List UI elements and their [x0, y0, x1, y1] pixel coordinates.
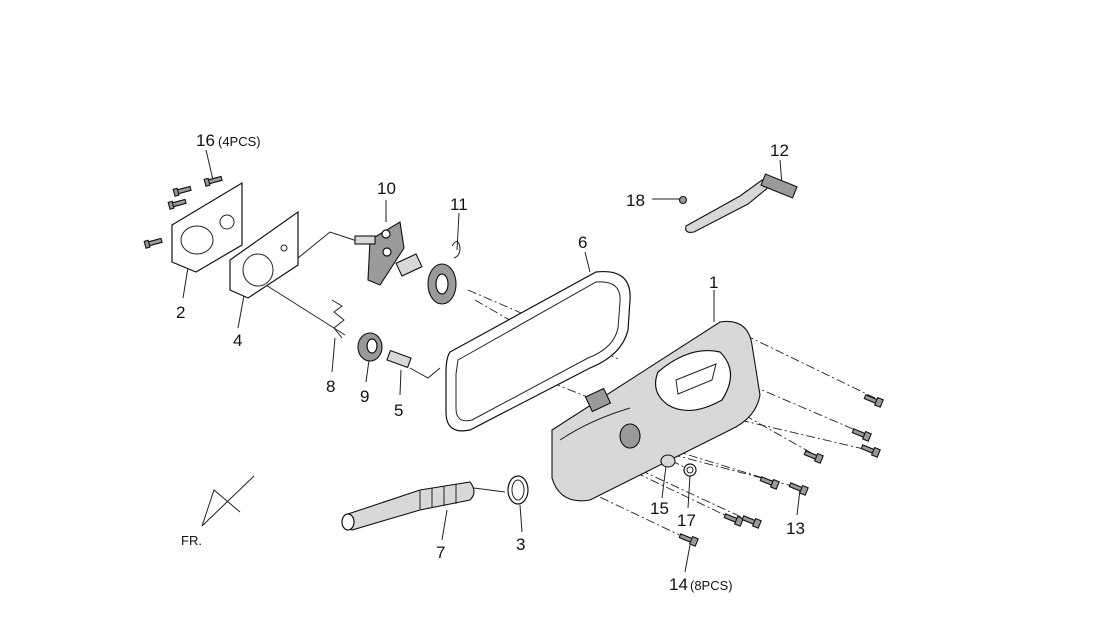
label-16-qty: (4PCS)	[218, 134, 261, 149]
part-5-pin	[386, 349, 412, 369]
part-10-starter-gear	[354, 221, 423, 286]
part-7-air-duct	[341, 481, 475, 531]
part-6-cover-gasket	[445, 270, 631, 432]
part-8-clip	[331, 299, 345, 339]
part-12-kick-lever	[685, 173, 798, 233]
label-17: 17	[677, 511, 696, 530]
part-11-spring	[427, 241, 461, 305]
part-18-screw	[678, 195, 688, 205]
label-18: 18	[626, 191, 645, 210]
part-17-ring	[683, 463, 697, 477]
label-3: 3	[516, 535, 525, 554]
part-15-washer	[660, 454, 676, 468]
part-2-plate	[171, 181, 243, 273]
label-13: 13	[786, 519, 805, 538]
label-2: 2	[176, 303, 185, 322]
label-5: 5	[394, 401, 403, 420]
cover-bolts	[678, 394, 884, 547]
label-15: 15	[650, 499, 669, 518]
label-6: 6	[578, 233, 587, 252]
label-8: 8	[326, 377, 335, 396]
label-front: FR.	[181, 533, 202, 548]
label-7: 7	[436, 543, 445, 562]
part-16-screws	[143, 175, 223, 249]
part-9-pinion	[357, 332, 383, 362]
part-3-clamp	[507, 475, 529, 505]
label-16: 16	[196, 131, 215, 150]
label-4: 4	[233, 331, 242, 350]
part-4-gasket	[229, 210, 299, 299]
part-1-crankcase-cover	[551, 320, 761, 502]
label-14: 14	[669, 575, 688, 594]
front-arrow-icon	[201, 475, 255, 527]
label-1: 1	[709, 273, 718, 292]
label-12: 12	[770, 141, 789, 160]
label-14-qty: (8PCS)	[690, 578, 733, 593]
label-10: 10	[377, 179, 396, 198]
label-9: 9	[360, 387, 369, 406]
label-11: 11	[450, 195, 468, 214]
